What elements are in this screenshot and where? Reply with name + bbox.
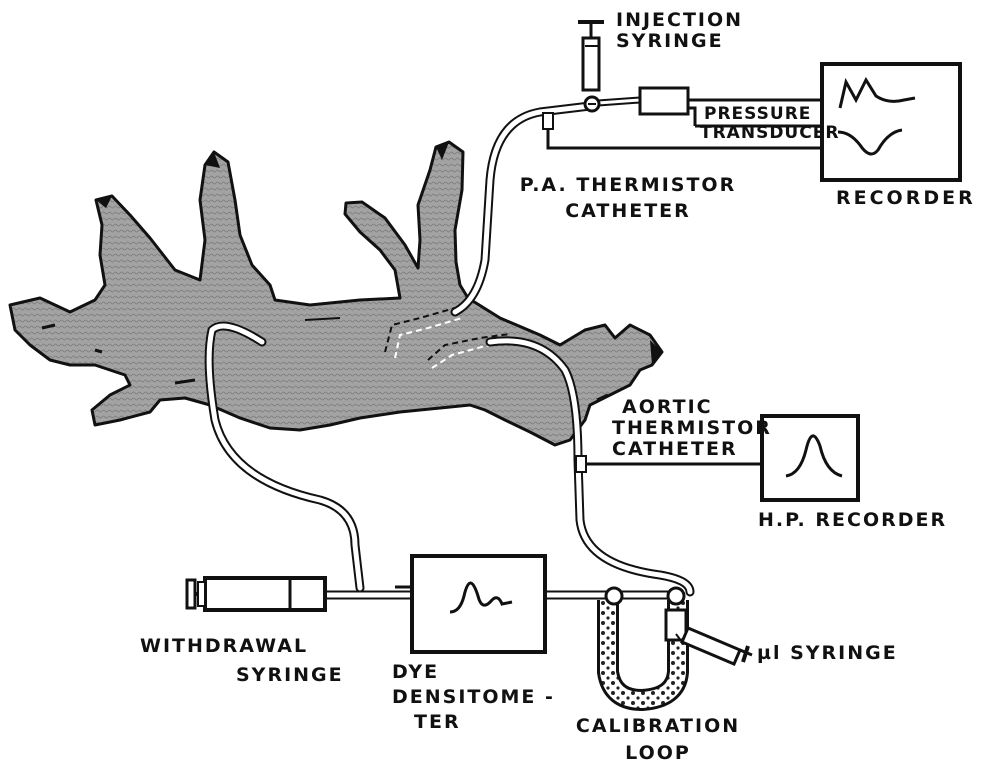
injection-syringe-label: INJECTION SYRINGE bbox=[616, 10, 743, 52]
withdrawal-syringe bbox=[187, 578, 325, 610]
loop-stopcock-right bbox=[668, 588, 684, 604]
calibration-loop bbox=[606, 588, 686, 700]
pressure-transducer-label: PRESSURE TRANSDUCER bbox=[700, 105, 839, 143]
loop-stopcock-left bbox=[606, 588, 622, 604]
dye-densitometer-label: DYE DENSITOME - TER bbox=[392, 662, 555, 733]
injection-syringe bbox=[578, 22, 604, 90]
hp-recorder bbox=[762, 416, 858, 500]
hp-recorder-label: H.P. RECORDER bbox=[758, 510, 947, 531]
recorder bbox=[822, 64, 960, 180]
calibration-loop-label: CALIBRATION LOOP bbox=[563, 716, 753, 764]
aortic-thermistor-connector bbox=[576, 456, 586, 472]
pa-thermistor-connector bbox=[543, 113, 553, 129]
aortic-thermistor-catheter-label: AORTIC THERMISTOR CATHETER bbox=[612, 397, 772, 460]
dye-densitometer bbox=[412, 556, 545, 652]
withdrawal-syringe-label: WITHDRAWAL SYRINGE bbox=[140, 636, 344, 686]
recorder-label: RECORDER bbox=[836, 188, 976, 209]
injection-stopcock bbox=[585, 97, 599, 111]
pressure-transducer-box bbox=[640, 88, 688, 114]
pa-thermistor-catheter-label: P.A. THERMISTOR CATHETER bbox=[517, 175, 739, 222]
microliter-syringe-label: µl SYRINGE bbox=[757, 643, 898, 664]
